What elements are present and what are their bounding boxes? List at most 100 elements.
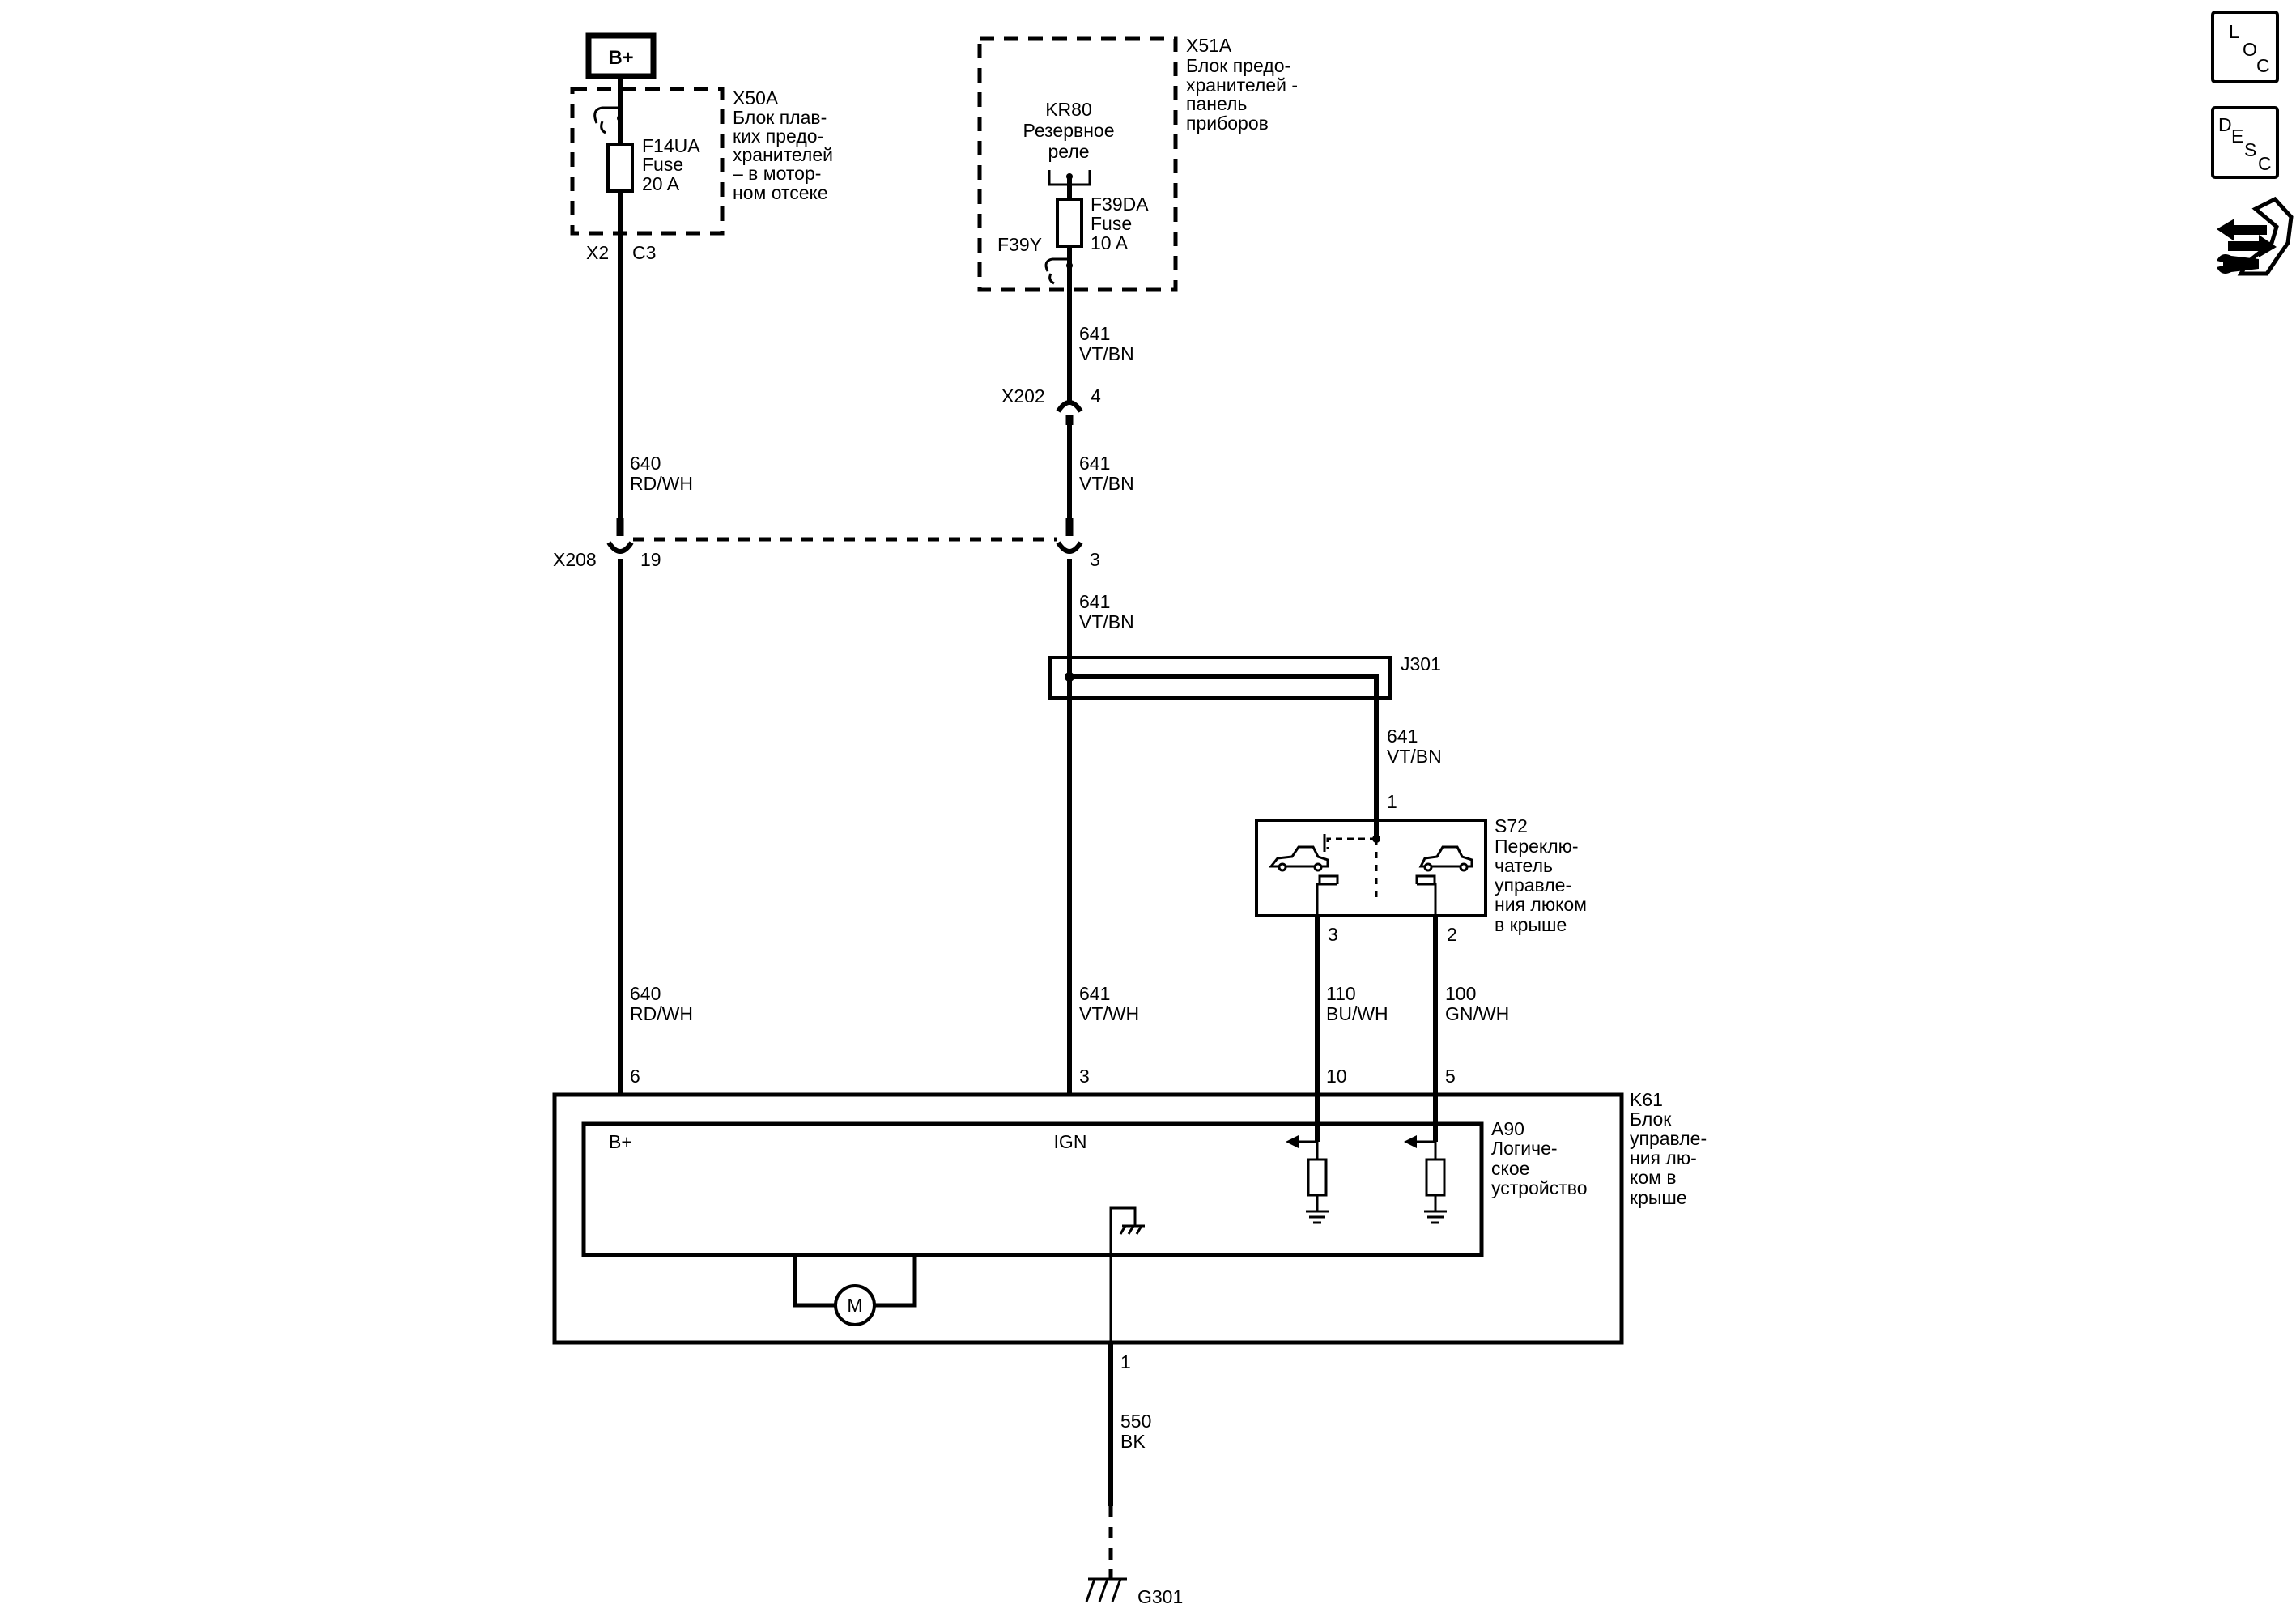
f39da-fuse-icon (1056, 198, 1083, 248)
w641-bot-color: VT/WH (1079, 1003, 1139, 1024)
k61-pin-3: 3 (1079, 1066, 1090, 1087)
w550-num: 550 (1120, 1411, 1151, 1432)
motor-label: M (847, 1295, 862, 1316)
a90-desc-1: Логиче- (1491, 1138, 1558, 1159)
x51a-desc-2: хранителей - (1186, 74, 1298, 96)
x208-pin-19: 19 (640, 549, 661, 570)
input-arrow-icon (1404, 1135, 1417, 1148)
w640-bot-num: 640 (630, 983, 661, 1004)
w640-top-num: 640 (630, 453, 661, 474)
x50a-desc-5: ном отсеке (733, 182, 828, 203)
s72-id: S72 (1495, 815, 1528, 836)
f39da-rating: 10 A (1091, 232, 1129, 253)
a90-bplus: B+ (609, 1131, 632, 1152)
f14ua-fuse-icon (606, 143, 634, 193)
desc-letter-c: C (2258, 153, 2272, 174)
kr80-desc-2: реле (1048, 141, 1089, 162)
x51a-id: X51A (1186, 35, 1232, 56)
motor-icon (834, 1284, 876, 1326)
x51a-desc-4: приборов (1186, 113, 1269, 134)
s72-desc-4: ния люком (1495, 894, 1587, 915)
x51a-desc-1: Блок предо- (1186, 55, 1290, 76)
x50a-desc-4: – в мотор- (733, 163, 821, 184)
w641-top-color: VT/BN (1079, 343, 1134, 364)
w641-mid-num: 641 (1079, 453, 1110, 474)
a90-desc-3: устройство (1491, 1177, 1588, 1198)
x51a-desc-3: панель (1186, 93, 1247, 114)
loc-letter-o: O (2243, 39, 2257, 60)
f14ua-rating: 20 A (642, 173, 680, 194)
x50a-desc-1: Блок плав- (733, 107, 827, 128)
w641-top-num: 641 (1079, 323, 1110, 344)
x50a-id: X50A (733, 87, 779, 109)
kr80-id: KR80 (1045, 99, 1092, 120)
location-button[interactable]: L O C (2211, 11, 2279, 83)
w100-color: GN/WH (1445, 1003, 1509, 1024)
k61-pin-5: 5 (1445, 1066, 1456, 1087)
loc-letter-l: L (2229, 21, 2239, 42)
w641-s72-color: VT/BN (1387, 746, 1442, 767)
k61-id: K61 (1630, 1089, 1663, 1110)
w641-j-color: VT/BN (1079, 611, 1134, 632)
w550-color: BK (1120, 1431, 1146, 1452)
s72-desc-3: управле- (1495, 874, 1571, 896)
g301-label: G301 (1137, 1586, 1183, 1607)
j301-label: J301 (1401, 653, 1441, 674)
w641-mid-color: VT/BN (1079, 473, 1134, 494)
w640-top-color: RD/WH (630, 473, 693, 494)
x202-pin: 4 (1091, 385, 1101, 406)
k61-sunroof-module: 6 3 10 5 K61 Блок управле- ния лю- ком в… (552, 1066, 1707, 1352)
s72-desc-2: чатель (1495, 855, 1553, 876)
repair-arrows-icon (2217, 219, 2277, 257)
f39y-label: F39Y (997, 234, 1042, 255)
wrench-icon (2217, 254, 2259, 274)
k61-desc-2: управле- (1630, 1128, 1707, 1149)
w641-j-num: 641 (1079, 591, 1110, 612)
s72-desc-1: Переклю- (1495, 836, 1579, 857)
hand-icon (2237, 196, 2294, 276)
x208-label: X208 (553, 549, 597, 570)
x50a-desc-2: ких предо- (733, 126, 823, 147)
j301-splice: J301 (1048, 653, 1441, 810)
k61-desc-5: крыше (1630, 1187, 1687, 1208)
x202-connector: X202 4 (1001, 385, 1101, 425)
s72-desc-5: в крыше (1495, 914, 1567, 935)
g301-ground: G301 (1085, 1577, 1183, 1607)
loc-letter-c: C (2256, 55, 2270, 76)
resistor-icon (1425, 1158, 1446, 1197)
service-repair-button[interactable] (2217, 196, 2294, 276)
k61-desc-3: ния лю- (1630, 1147, 1697, 1168)
k61-pin-10: 10 (1326, 1066, 1347, 1087)
car-left-icon (1268, 845, 1329, 868)
s72-pin-3: 3 (1328, 924, 1338, 945)
resistor-icon (1307, 1158, 1328, 1197)
x208-pin-3: 3 (1090, 549, 1100, 570)
w641-bot-num: 641 (1079, 983, 1110, 1004)
description-button[interactable]: D E S C (2211, 106, 2279, 179)
k61-desc-1: Блок (1630, 1108, 1672, 1130)
car-right-icon (1418, 845, 1473, 868)
w100-num: 100 (1445, 983, 1476, 1004)
k61-pin-1: 1 (1120, 1351, 1131, 1372)
a90-id: A90 (1491, 1118, 1524, 1139)
bplus-source: B+ (585, 32, 657, 79)
w110-color: BU/WH (1326, 1003, 1388, 1024)
f14ua-type: Fuse (642, 154, 683, 175)
x50a-pin-c3: C3 (632, 242, 656, 263)
f14ua-name: F14UA (642, 135, 700, 156)
s72-pin-2: 2 (1447, 924, 1457, 945)
k61-pin-6: 6 (630, 1066, 640, 1087)
desc-letter-e: E (2231, 126, 2243, 147)
f39da-type: Fuse (1091, 213, 1132, 234)
x208-connector: X208 19 3 (553, 518, 1100, 570)
k61-desc-4: ком в (1630, 1167, 1677, 1188)
x50a-fuse-block: X50A Блок плав- ких предо- хранителей – … (570, 87, 833, 263)
x50a-desc-3: хранителей (733, 144, 833, 165)
s72-sunroof-switch: 1 S72 Переклю- чатель управле- ния люком… (1255, 791, 1587, 945)
kr80-desc-1: Резервное (1023, 120, 1115, 141)
desc-letter-s: S (2244, 139, 2256, 160)
desc-letter-d: D (2218, 114, 2232, 135)
x50a-pin-x2: X2 (586, 242, 609, 263)
bplus-label: B+ (608, 47, 633, 69)
